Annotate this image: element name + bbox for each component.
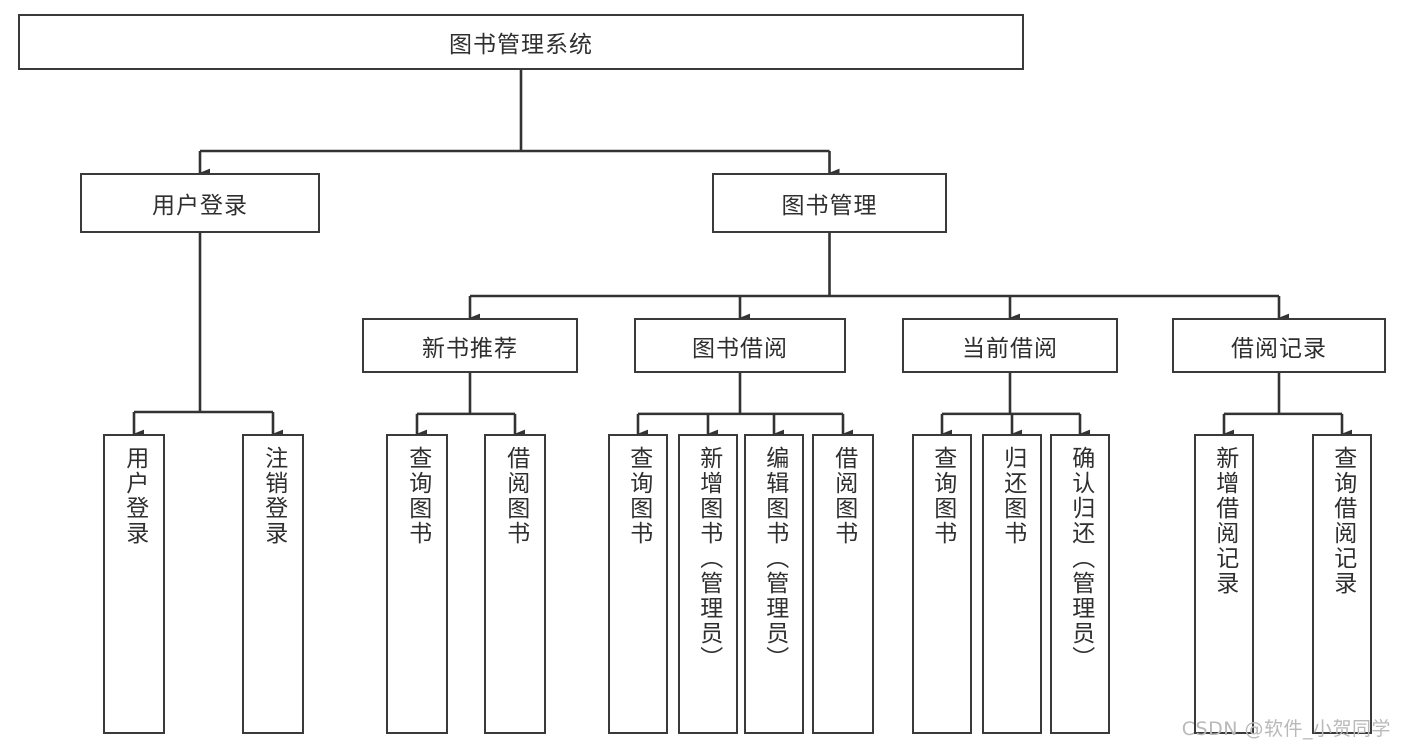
node-leaf-query-book-c[interactable]: 查询图书: [912, 434, 972, 734]
node-label: 查询借阅记录: [1329, 446, 1356, 596]
node-label: 借阅图书: [502, 446, 529, 546]
node-new-book-recommend[interactable]: 新书推荐: [362, 318, 578, 373]
node-label: 图书借阅: [692, 335, 788, 362]
node-leaf-query-book-b[interactable]: 查询图书: [608, 434, 668, 734]
node-label: 新增图书（管理员）: [695, 446, 722, 671]
node-label: 注销登录: [260, 446, 287, 546]
node-leaf-query-record[interactable]: 查询借阅记录: [1312, 434, 1372, 734]
node-leaf-edit-book[interactable]: 编辑图书（管理员）: [744, 434, 804, 734]
node-label: 新书推荐: [422, 335, 518, 362]
node-label: 用户登录: [121, 446, 148, 546]
watermark-text: CSDN @软件_小贺同学: [1181, 718, 1391, 740]
node-label: 新增借阅记录: [1211, 446, 1238, 596]
node-leaf-borrow-book-a[interactable]: 借阅图书: [484, 434, 546, 734]
node-label: 归还图书: [999, 446, 1026, 546]
node-leaf-query-book-a[interactable]: 查询图书: [386, 434, 448, 734]
node-root[interactable]: 图书管理系统: [18, 14, 1024, 70]
node-leaf-add-record[interactable]: 新增借阅记录: [1194, 434, 1254, 734]
node-book-manage[interactable]: 图书管理: [712, 173, 947, 233]
node-leaf-add-book[interactable]: 新增图书（管理员）: [678, 434, 738, 734]
node-book-borrow[interactable]: 图书借阅: [634, 318, 846, 373]
node-label: 查询图书: [929, 446, 956, 546]
node-label: 图书管理系统: [449, 32, 593, 58]
node-label: 当前借阅: [962, 335, 1058, 362]
node-leaf-confirm-return[interactable]: 确认归还（管理员）: [1050, 434, 1110, 734]
node-label: 查询图书: [404, 446, 431, 546]
node-user-login[interactable]: 用户登录: [80, 173, 320, 233]
node-current-borrow[interactable]: 当前借阅: [902, 318, 1118, 373]
node-label: 编辑图书（管理员）: [761, 446, 788, 671]
node-label: 查询图书: [625, 446, 652, 546]
node-label: 确认归还（管理员）: [1067, 446, 1094, 671]
node-label: 借阅记录: [1231, 335, 1327, 362]
node-leaf-user-logout[interactable]: 注销登录: [242, 434, 304, 734]
node-leaf-borrow-book-b[interactable]: 借阅图书: [812, 434, 874, 734]
node-label: 图书管理: [781, 193, 878, 219]
node-borrow-record[interactable]: 借阅记录: [1172, 318, 1386, 373]
node-label: 用户登录: [152, 193, 248, 219]
node-leaf-return-book[interactable]: 归还图书: [982, 434, 1042, 734]
node-leaf-user-login[interactable]: 用户登录: [103, 434, 165, 734]
node-label: 借阅图书: [830, 446, 857, 546]
